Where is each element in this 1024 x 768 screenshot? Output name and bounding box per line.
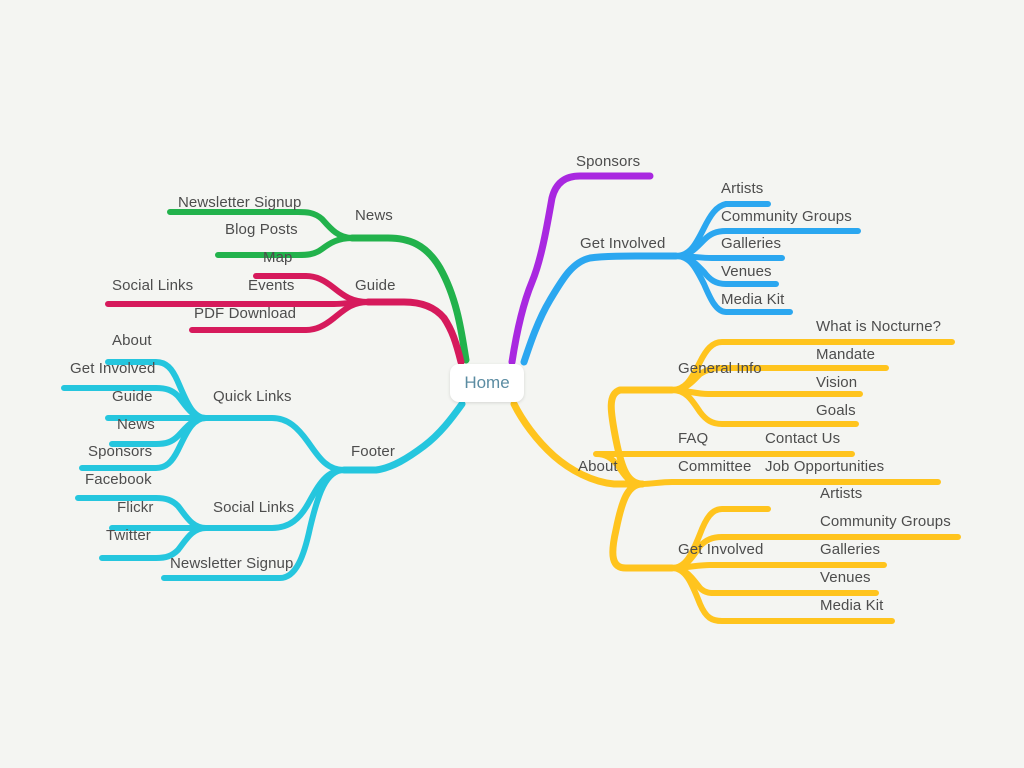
branch-footer-quicklinks[interactable]	[203, 415, 347, 473]
node-label-guide-social-links[interactable]: Social Links	[112, 277, 194, 294]
node-label-guide-map[interactable]: Map	[263, 249, 293, 266]
node-label-footer-newsletter-signup[interactable]: Newsletter Signup	[170, 555, 294, 572]
node-label-guide-pdf-download[interactable]: PDF Download	[194, 305, 297, 322]
branch-news-blogposts[interactable]	[215, 235, 355, 258]
branch-guide-pdf[interactable]	[189, 299, 371, 333]
branch-news-newsletter[interactable]	[167, 209, 355, 241]
branch-label-about[interactable]: About	[578, 458, 618, 475]
node-label-footer-about[interactable]: About	[112, 332, 152, 349]
branch-label-footer[interactable]: Footer	[351, 443, 395, 460]
node-label-about-contact-us[interactable]: Contact Us	[765, 430, 841, 447]
node-label-about-committee[interactable]: Committee	[678, 458, 752, 475]
branch-about-committee-jobs[interactable]	[639, 479, 941, 487]
node-label-about-faq[interactable]: FAQ	[678, 430, 709, 447]
node-label-about-get-involved[interactable]: Get Involved	[678, 541, 764, 558]
branch-label-news[interactable]: News	[355, 207, 393, 224]
node-label-about-what-is-nocturne[interactable]: What is Nocturne?	[816, 318, 942, 335]
branch-about-getinvolved[interactable]	[609, 480, 676, 572]
branch-sponsors-trunk[interactable]	[508, 172, 654, 366]
branch-about-trunk[interactable]	[510, 400, 646, 488]
node-label-footer-quick-links[interactable]: Quick Links	[213, 388, 292, 405]
branch-gi2-goals[interactable]	[669, 387, 859, 427]
branch-news-trunk[interactable]	[348, 234, 470, 364]
node-label-footer-facebook[interactable]: Facebook	[85, 471, 152, 488]
node-label-about-artists[interactable]: Artists	[820, 485, 863, 502]
node-label-footer-get-involved[interactable]: Get Involved	[70, 360, 156, 377]
node-label-about-galleries[interactable]: Galleries	[820, 541, 881, 558]
node-label-about-vision[interactable]: Vision	[816, 374, 858, 391]
node-label-about-general-info[interactable]: General Info	[678, 360, 762, 377]
node-label-about-mandate[interactable]: Mandate	[816, 346, 876, 363]
node-label-about-goals[interactable]: Goals	[816, 402, 856, 419]
node-label-footer-news[interactable]: News	[117, 416, 155, 433]
branch-sl-twitter[interactable]	[99, 525, 209, 561]
branch-getinvolved-trunk[interactable]	[520, 252, 680, 366]
node-label-get-involved-top-media-kit[interactable]: Media Kit	[721, 291, 785, 308]
branch-guide-trunk[interactable]	[364, 298, 465, 366]
node-label-get-involved-top-galleries[interactable]: Galleries	[721, 235, 782, 252]
node-label-footer-guide[interactable]: Guide	[112, 388, 153, 405]
node-label-guide-events[interactable]: Events	[248, 277, 295, 294]
node-label-footer-flickr[interactable]: Flickr	[117, 499, 154, 516]
node-label-footer-twitter[interactable]: Twitter	[106, 527, 151, 544]
branch-label-sponsors[interactable]: Sponsors	[576, 153, 641, 170]
branch-guide-events-social[interactable]	[105, 299, 371, 307]
node-label-about-venues[interactable]: Venues	[820, 569, 871, 586]
branch-guide-map[interactable]	[253, 273, 371, 305]
branch-sl-facebook[interactable]	[75, 495, 209, 531]
branch-label-guide[interactable]: Guide	[355, 277, 396, 294]
branch-footer-newsletter[interactable]	[161, 467, 347, 581]
branch-gi3-galleries[interactable]	[669, 562, 887, 571]
branch-gi3-mediakit[interactable]	[669, 565, 895, 624]
node-label-about-job-opportunities[interactable]: Job Opportunities	[765, 458, 885, 475]
central-node-home[interactable]: Home	[450, 364, 524, 402]
branch-footer-trunk[interactable]	[340, 400, 466, 474]
branch-about-faq-contact[interactable]	[593, 451, 855, 487]
node-label-footer-sponsors[interactable]: Sponsors	[88, 443, 153, 460]
branch-gi-mediakit[interactable]	[673, 253, 793, 315]
node-label-get-involved-top-community-groups[interactable]: Community Groups	[721, 208, 852, 225]
node-label-get-involved-top-venues[interactable]: Venues	[721, 263, 772, 280]
branch-ql-sponsors[interactable]	[79, 415, 209, 471]
branch-ql-getinvolved[interactable]	[61, 385, 209, 421]
node-label-about-community-groups[interactable]: Community Groups	[820, 513, 951, 530]
central-node-label: Home	[464, 373, 510, 392]
node-label-get-involved-top-artists[interactable]: Artists	[721, 180, 764, 197]
node-label-about-media-kit[interactable]: Media Kit	[820, 597, 884, 614]
node-label-news-blog-posts[interactable]: Blog Posts	[225, 221, 298, 238]
node-label-footer-social-links[interactable]: Social Links	[213, 499, 295, 516]
node-label-news-newsletter-signup[interactable]: Newsletter Signup	[178, 194, 302, 211]
branch-label-get-involved[interactable]: Get Involved	[580, 235, 666, 252]
